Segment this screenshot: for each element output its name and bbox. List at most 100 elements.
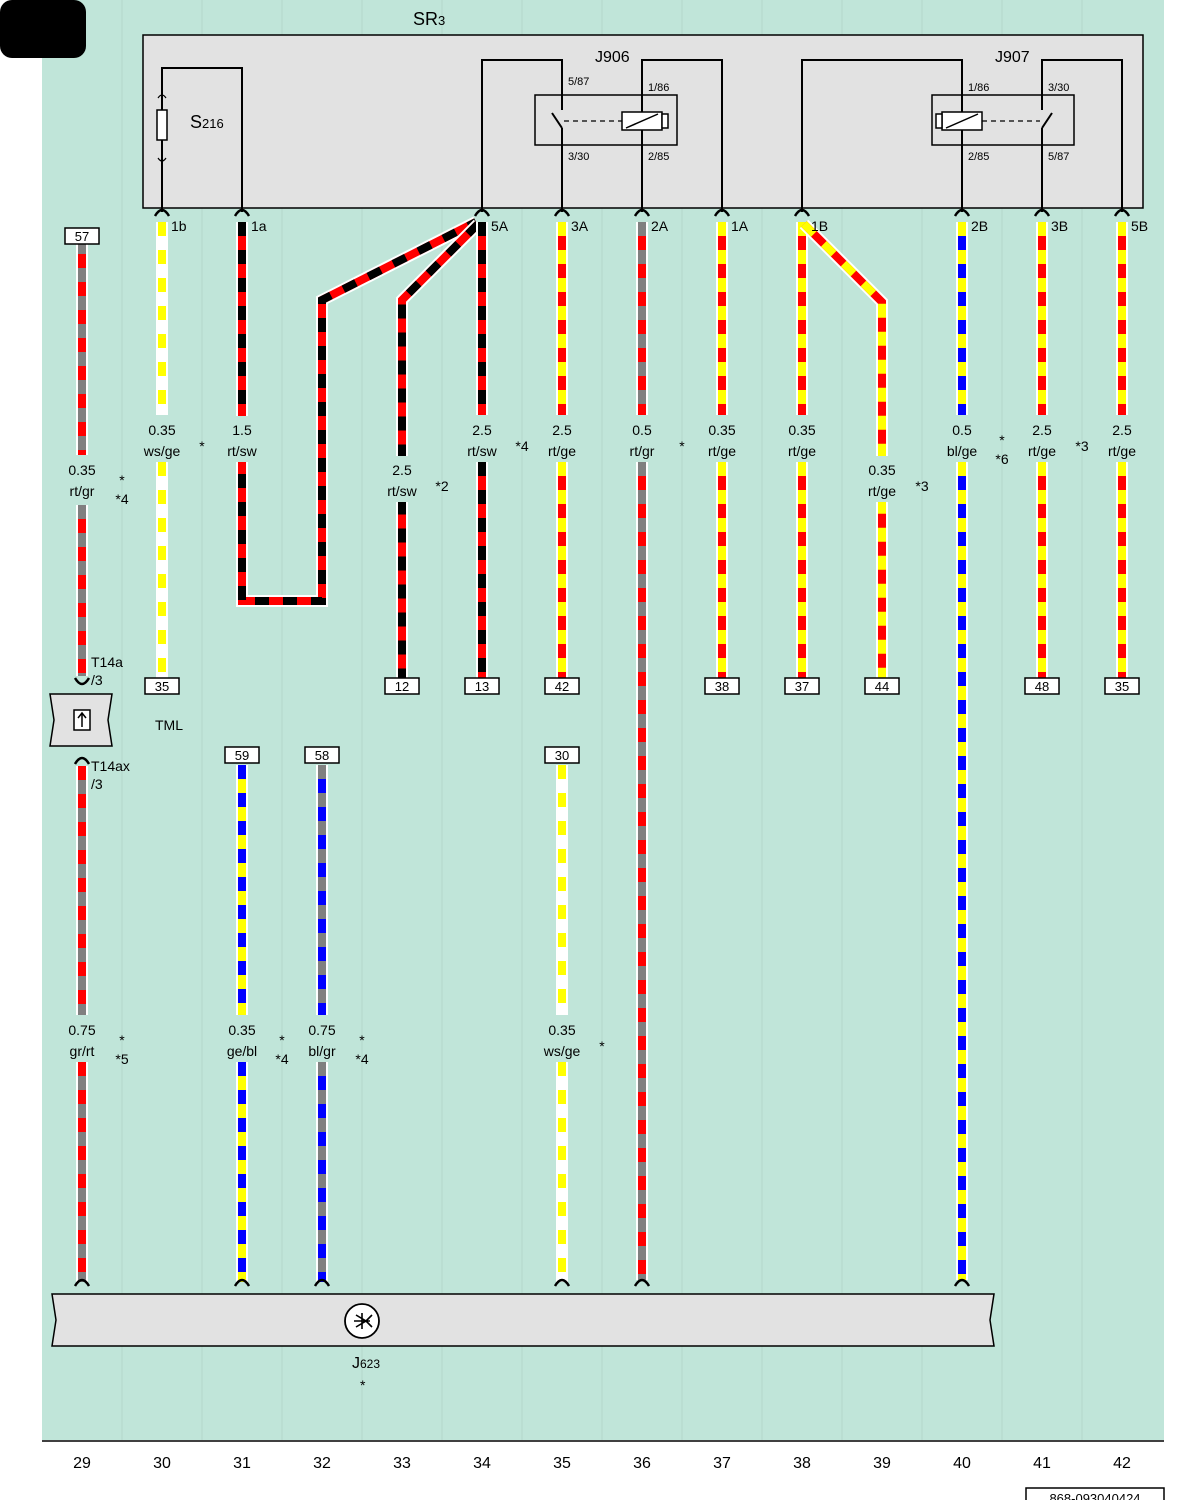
box-pin-5A: 5A <box>491 218 509 234</box>
connector-bottom-pin: /3 <box>91 776 103 792</box>
wire-33-branch <box>396 219 483 678</box>
pin-bottom-42-box <box>1104 677 1140 695</box>
diagram-background <box>42 0 1164 1440</box>
wire-color: bl/ge <box>947 443 978 459</box>
column-number: 30 <box>153 1455 171 1472</box>
ecu-note: * <box>360 1377 366 1393</box>
wire-color: rt/sw <box>387 483 417 499</box>
wire-size: 0.5 <box>952 422 972 438</box>
column-number: 42 <box>1113 1455 1131 1472</box>
pin-top-32-lower: 58 <box>315 748 329 763</box>
plug-contact <box>233 1278 251 1287</box>
pin-bottom-34: 13 <box>475 679 489 694</box>
connector-bottom-label: T14ax <box>91 758 130 774</box>
column-grid <box>121 0 1083 1440</box>
wire-note: *4 <box>115 491 128 507</box>
plug-contact <box>553 1278 571 1287</box>
pin-bottom-42: 35 <box>1115 679 1129 694</box>
plug-contact <box>793 208 811 217</box>
column-number: 39 <box>873 1455 891 1472</box>
plug-contact <box>473 208 491 217</box>
wire-size: 0.35 <box>148 422 175 438</box>
wire-note: *5 <box>115 1051 128 1067</box>
pin-bottom-30: 35 <box>155 679 169 694</box>
wire-color: rt/sw <box>227 443 257 459</box>
plug-contact <box>553 208 571 217</box>
wire-note: * <box>119 1032 125 1048</box>
plug-contact <box>233 208 251 217</box>
pin-top-31-lower: 59 <box>235 748 249 763</box>
pin-bottom-37: 38 <box>715 679 729 694</box>
relay-j906-pin-2-85: 2/85 <box>648 151 669 163</box>
wire-note: *3 <box>915 478 928 494</box>
label-gap <box>873 456 891 502</box>
wire-size: 0.35 <box>708 422 735 438</box>
pin-top-29: 57 <box>75 229 89 244</box>
wire-color: rt/sw <box>467 443 497 459</box>
wire-size: 2.5 <box>1112 422 1132 438</box>
box-pin-2B: 2B <box>971 218 988 234</box>
wire-31-loop-stripe <box>238 218 478 605</box>
wire-color: ws/ge <box>543 1043 581 1059</box>
page-badge <box>0 0 86 58</box>
plug-contact <box>1113 208 1131 217</box>
wire-size: 1.5 <box>232 422 252 438</box>
wire-note: *3 <box>1075 438 1088 454</box>
fuse-label: S216 <box>190 112 224 132</box>
wire-size: 2.5 <box>392 462 412 478</box>
ecu-label: J623 <box>352 1355 380 1372</box>
pin-bottom-39: 44 <box>875 679 889 694</box>
wire-note: *4 <box>275 1051 288 1067</box>
wire-39-branch <box>799 219 888 678</box>
wire-color: rt/ge <box>1028 443 1056 459</box>
box-pin-1A: 1A <box>731 218 749 234</box>
wire-color: rt/ge <box>708 443 736 459</box>
relay-j907-pin-3-30: 3/30 <box>1048 82 1069 94</box>
column-number: 29 <box>73 1455 91 1472</box>
pin-top-35-lower: 30 <box>555 748 569 763</box>
wire-size: 0.75 <box>308 1022 335 1038</box>
wire-note: *4 <box>355 1051 368 1067</box>
box-pin-1b: 1b <box>171 218 187 234</box>
wire-color: rt/ge <box>788 443 816 459</box>
plug-contact <box>313 1278 331 1287</box>
box-pin-1B: 1B <box>811 218 828 234</box>
pin-bottom-34-box <box>464 677 500 695</box>
wire-note: * <box>199 438 205 454</box>
wire-color: rt/gr <box>630 443 655 459</box>
column-number: 38 <box>793 1455 811 1472</box>
pin-bottom-39-box <box>864 677 900 695</box>
relay-j906-pin-3-30: 3/30 <box>568 151 589 163</box>
column-number: 40 <box>953 1455 971 1472</box>
relay-j906-pin-1-86: 1/86 <box>648 82 669 94</box>
relay-box-label: SR3 <box>413 9 445 29</box>
connector-t14a <box>49 693 113 747</box>
relay-j906-pin-5-87: 5/87 <box>568 76 589 88</box>
column-number: 34 <box>473 1455 491 1472</box>
wire-note: *4 <box>515 438 528 454</box>
pin-bottom-41: 48 <box>1035 679 1049 694</box>
wire-note: * <box>599 1038 605 1054</box>
ecu-j623 <box>51 1293 995 1347</box>
plug-contact <box>73 756 91 765</box>
plug-contact <box>73 677 91 686</box>
pin-bottom-35: 42 <box>555 679 569 694</box>
pin-top-35-lower-box <box>544 746 580 764</box>
pin-top-31-lower-box <box>224 746 260 764</box>
wire-color: ws/ge <box>143 443 181 459</box>
pin-bottom-30-box <box>144 677 180 695</box>
relay-j907-pin-1-86: 1/86 <box>968 82 989 94</box>
pin-bottom-38: 37 <box>795 679 809 694</box>
wire-color: rt/ge <box>1108 443 1136 459</box>
wire-color: rt/ge <box>548 443 576 459</box>
wire-note: *2 <box>435 478 448 494</box>
wire-color: rt/ge <box>868 483 896 499</box>
plug-contact <box>633 1278 651 1287</box>
relay-j906-label: J906 <box>595 49 630 66</box>
fuse-s216 <box>156 67 243 212</box>
wire-note: * <box>359 1032 365 1048</box>
column-number: 33 <box>393 1455 411 1472</box>
wire-color: bl/gr <box>308 1043 336 1059</box>
label-gap <box>233 416 251 462</box>
